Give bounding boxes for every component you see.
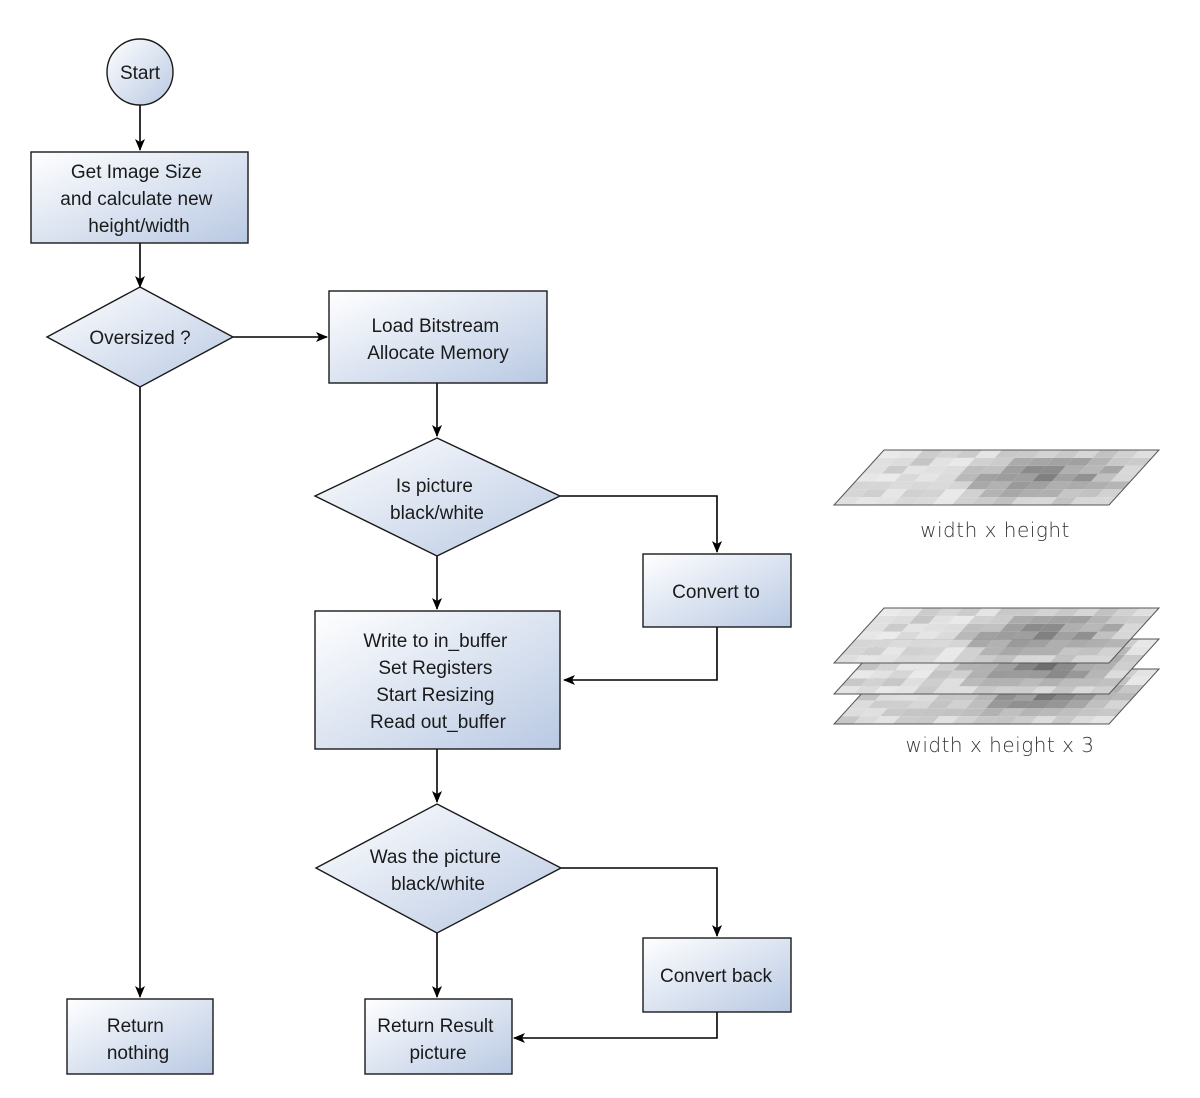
- node-return-result-label: Return Result picture: [377, 1016, 498, 1064]
- stacked-plane-icon-top: [832, 607, 1161, 664]
- node-convert-to-label: Convert to: [672, 582, 760, 603]
- single-channel-caption: width x height: [920, 518, 1070, 542]
- edge-convert-to-to-write: [563, 627, 718, 685]
- three-channel-illustration: width x height x 3: [832, 607, 1161, 757]
- single-channel-illustration: width x height: [832, 449, 1161, 542]
- node-return-nothing-label: Return nothing: [107, 1016, 169, 1064]
- node-load-bitstream: Load Bitstream Allocate Memory: [328, 290, 548, 384]
- node-start-label: Start: [120, 63, 161, 84]
- edge-isbw-to-convert-to: [560, 495, 722, 553]
- node-convert-back: Convert back: [642, 937, 792, 1013]
- node-oversized-decision: Oversized ?: [45, 286, 235, 388]
- edge-wasbw-to-convert-back: [561, 867, 722, 937]
- node-return-result: Return Result picture: [364, 998, 513, 1075]
- node-is-bw-label: Is picture black/white: [390, 476, 484, 524]
- node-get-image-size-label: Get Image Size and calculate new height/…: [60, 162, 217, 237]
- grayscale-plane-icon: [832, 449, 1161, 506]
- node-is-bw-decision: Is picture black/white: [313, 437, 562, 557]
- edge-convert-back-to-return-result: [513, 1012, 718, 1043]
- edges: [135, 105, 722, 1043]
- node-write-buffer-label: Write to in_buffer Set Registers Start R…: [363, 631, 512, 733]
- three-channel-caption: width x height x 3: [905, 733, 1094, 757]
- node-oversized-label: Oversized ?: [89, 328, 190, 349]
- node-write-buffer: Write to in_buffer Set Registers Start R…: [314, 610, 561, 750]
- node-was-bw-decision: Was the picture black/white: [314, 803, 563, 934]
- node-convert-to: Convert to: [642, 553, 792, 628]
- node-load-bitstream-label: Load Bitstream Allocate Memory: [367, 316, 509, 364]
- node-return-nothing: Return nothing: [66, 998, 214, 1075]
- node-start: Start: [106, 38, 174, 106]
- node-was-bw-label: Was the picture black/white: [370, 847, 507, 895]
- node-convert-back-label: Convert back: [660, 966, 772, 987]
- node-get-image-size: Get Image Size and calculate new height/…: [30, 151, 249, 244]
